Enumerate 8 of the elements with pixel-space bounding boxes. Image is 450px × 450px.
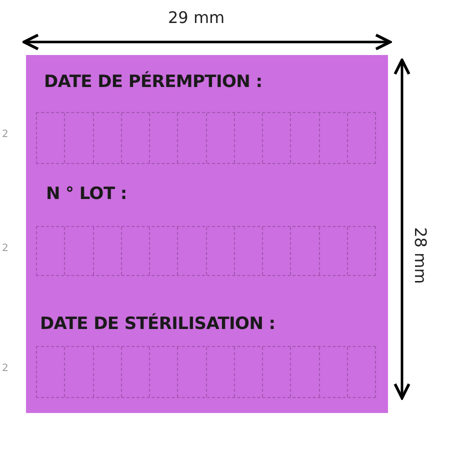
- dimension-label: 29 mm: [168, 8, 225, 27]
- margin-number: 2: [2, 243, 8, 254]
- dimension-label: 28 mm: [410, 226, 430, 284]
- field-heading: DATE DE PÉREMPTION :: [44, 72, 262, 92]
- margin-number: 2: [2, 363, 8, 374]
- field-heading: DATE DE STÉRILISATION :: [40, 314, 276, 334]
- margin-number: 2: [2, 129, 8, 140]
- field-heading: N ° LOT :: [46, 184, 127, 204]
